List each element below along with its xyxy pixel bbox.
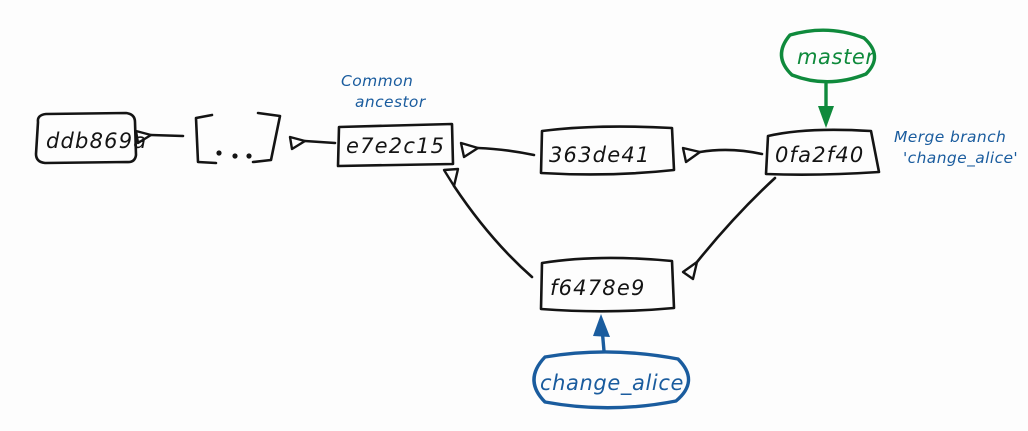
branch-label-change-alice: change_alice <box>540 371 684 396</box>
branch-label-master: master <box>797 45 875 69</box>
commit-label-e7e2c15: e7e2c15 <box>346 134 445 158</box>
commit-node-f6478e9[interactable]: f6478e9 <box>539 256 676 313</box>
annotation-common-ancestor-line1: Common <box>341 72 413 90</box>
commit-node-ellipsis[interactable] <box>194 111 282 165</box>
annotation-common-ancestor: Common ancestor <box>341 72 427 111</box>
edge-e7e2c15-to-363de41 <box>459 141 536 159</box>
commit-label-f6478e9: f6478e9 <box>550 276 646 300</box>
edge-363de41-to-0fa2f40 <box>681 146 764 164</box>
annotation-merge-message: Merge branch 'change_alice' <box>894 128 1018 168</box>
commit-node-0fa2f40[interactable]: 0fa2f40 <box>764 128 881 176</box>
commit-label-ddb869a: ddb869a <box>46 129 147 153</box>
branch-master[interactable]: master <box>779 28 877 84</box>
edge-e7e2c15-to-f6478e9 <box>442 167 534 279</box>
annotation-merge-message-line2: 'change_alice' <box>903 149 1018 168</box>
commit-node-ddb869a[interactable]: ddb869a <box>34 111 147 165</box>
edge-f6478e9-to-0fa2f40 <box>681 176 777 281</box>
branch-arrow-change-alice <box>593 314 610 353</box>
commit-label-0fa2f40: 0fa2f40 <box>775 143 865 167</box>
annotation-common-ancestor-line2: ancestor <box>355 93 427 111</box>
commit-node-363de41[interactable]: 363de41 <box>539 125 676 176</box>
branch-arrow-master <box>818 82 834 128</box>
branch-change-alice[interactable]: change_alice <box>532 350 691 410</box>
commit-node-e7e2c15[interactable]: e7e2c15 <box>336 122 455 168</box>
edge-ellipsis-to-e7e2c15 <box>288 135 337 151</box>
annotation-merge-message-line1: Merge branch <box>894 128 1006 146</box>
commit-label-363de41: 363de41 <box>549 143 650 167</box>
